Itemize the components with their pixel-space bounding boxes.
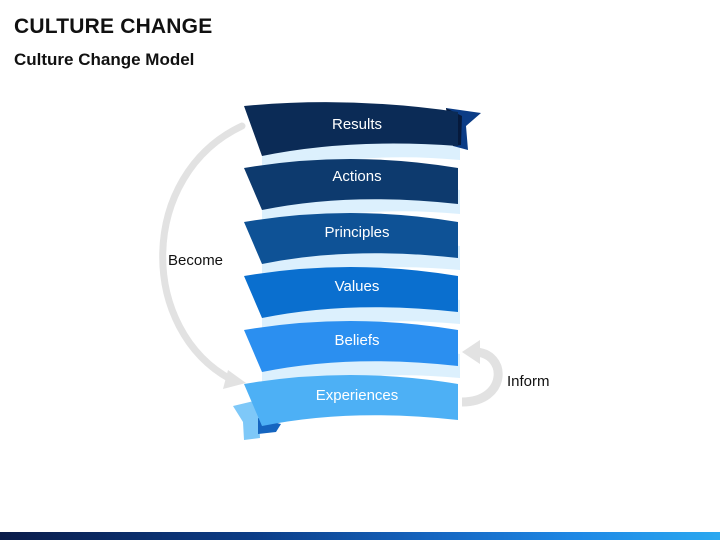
band-label: Beliefs: [334, 332, 379, 349]
band-shape: [244, 159, 458, 210]
band-label: Experiences: [316, 387, 399, 404]
bottom-accent-bar: [0, 532, 720, 540]
inform-arrow-path: [461, 347, 503, 407]
become-arrow-head: [223, 370, 246, 389]
band-label: Principles: [324, 224, 389, 241]
inform-label: Inform: [507, 373, 550, 390]
band-shape: [244, 321, 458, 372]
band-label: Actions: [332, 168, 381, 185]
band-shape: [244, 102, 458, 156]
slide-title: CULTURE CHANGE: [14, 15, 213, 38]
band-results: Results: [244, 102, 458, 156]
band-values: Values: [244, 267, 458, 318]
slide-subtitle: Culture Change Model: [14, 50, 195, 69]
band-actions: Actions: [244, 159, 458, 210]
band-shape: [244, 267, 458, 318]
inform-arrow: [461, 340, 503, 407]
become-arrow-path: [159, 122, 246, 384]
band-experiences: Experiences: [244, 375, 458, 426]
become-arrow: [159, 122, 246, 389]
band-shape: [244, 375, 458, 426]
band-label: Results: [332, 116, 382, 133]
band-beliefs: Beliefs: [244, 321, 458, 372]
band-principles: Principles: [244, 213, 458, 264]
band-label: Values: [335, 278, 380, 295]
inform-arrow-head: [462, 340, 480, 364]
band-shape: [244, 213, 458, 264]
ribbon-tail-back: [233, 400, 260, 440]
become-label: Become: [168, 252, 223, 269]
